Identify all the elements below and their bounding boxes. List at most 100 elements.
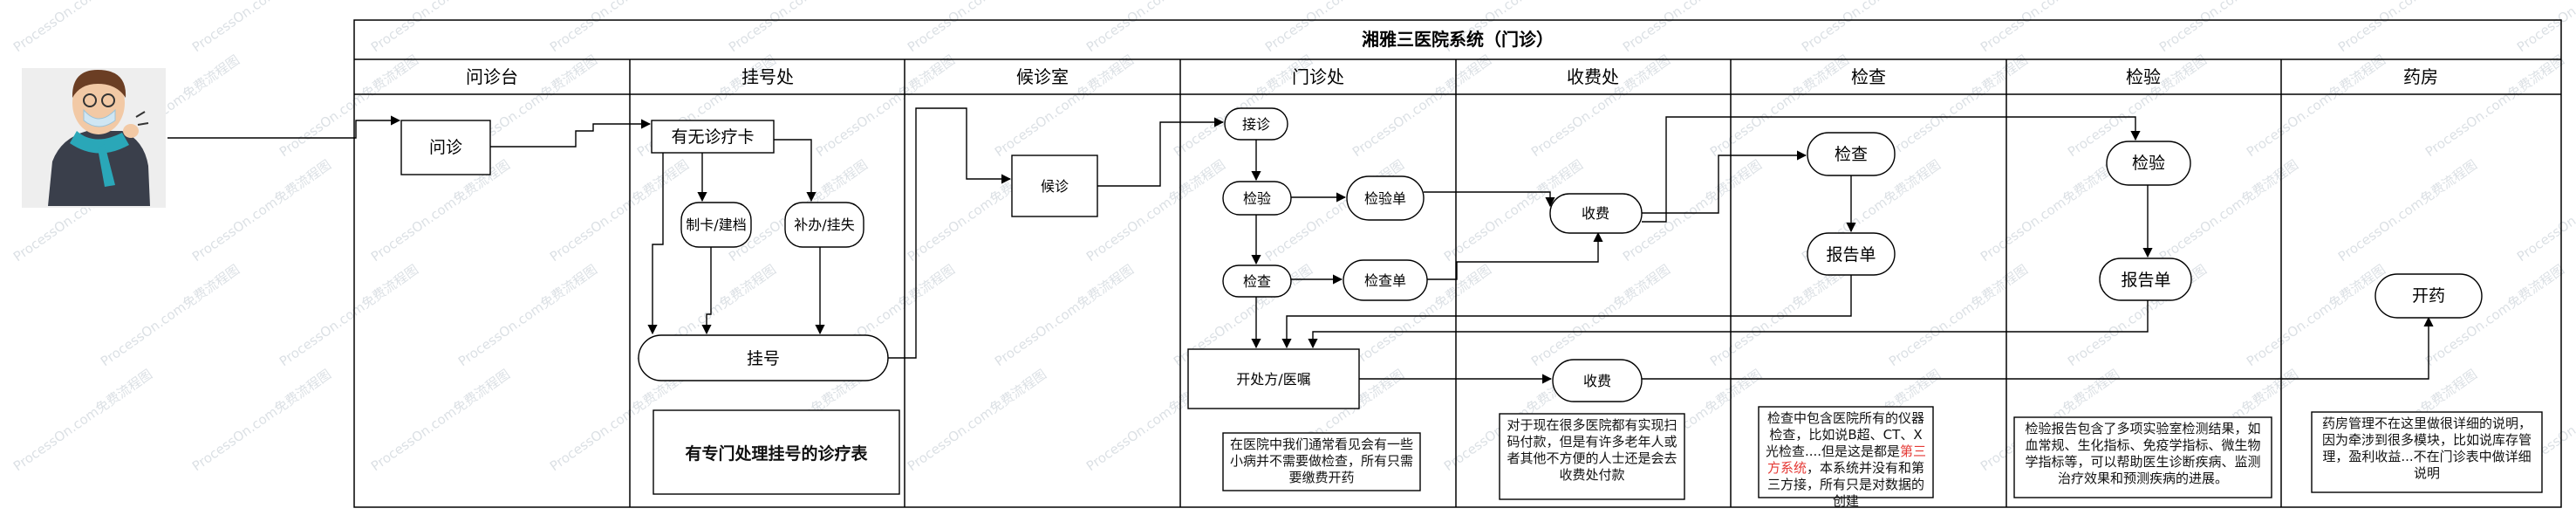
- node-jy-baogaodan[interactable]: [2099, 258, 2192, 301]
- swimlane-frame: [353, 19, 2562, 508]
- edge-jianchadan-to-shoufei: [1427, 231, 1603, 280]
- lane-header-menzhenchu: 门诊处: [1292, 66, 1344, 87]
- node-houzhen[interactable]: [1011, 155, 1098, 217]
- nodes: [400, 107, 2483, 409]
- node-jc-jiancha[interactable]: [1807, 132, 1896, 176]
- patient-illustration: [22, 68, 166, 208]
- lane-header-jiancha: 检查: [1851, 66, 1886, 87]
- node-guahao-label: 挂号: [747, 349, 780, 368]
- node-wenzhen-label: 问诊: [429, 138, 462, 157]
- watermark-text: ProcessOn.com免费流程图: [547, 157, 692, 265]
- node-jiezhen-label: 接诊: [1242, 116, 1270, 133]
- menzhen-note: 在医院中我们通常看见会有一些小病并不需要做检查，所有只需要缴费开药: [1229, 436, 1413, 485]
- node-zhika-label: 制卡/建档: [686, 216, 746, 233]
- watermark-text: ProcessOn.com免费流程图: [1978, 0, 2122, 55]
- watermark-text: ProcessOn.com免费流程图: [726, 0, 871, 55]
- watermark-text: ProcessOn.com免费流程图: [189, 0, 334, 55]
- watermark-text: ProcessOn.com免费流程图: [10, 0, 155, 55]
- node-jianchadan-label: 检查单: [1364, 272, 1406, 289]
- lane-header-yaofang: 药房: [2403, 66, 2438, 87]
- node-shoufei-1-label: 收费: [1582, 205, 1609, 222]
- edge-houzhen-to-jiezhen: [1097, 117, 1225, 187]
- node-kaiyao-label: 开药: [2412, 286, 2445, 306]
- watermark-text: ProcessOn.com免费流程图: [2514, 0, 2576, 55]
- watermark-text: ProcessOn.com免费流程图: [2244, 262, 2388, 370]
- node-houzhen-label: 候诊: [1041, 178, 1069, 195]
- node-guahao[interactable]: [638, 334, 889, 381]
- watermark-text: ProcessOn.com免费流程图: [10, 367, 155, 475]
- watermark-text: ProcessOn.com免费流程图: [277, 262, 421, 370]
- edge-shoufei2-to-kaiyao: [1642, 316, 2434, 380]
- node-jy-jianyan[interactable]: [2106, 141, 2191, 186]
- edge-jy-baogao-to-kaichufang: [1308, 300, 2149, 349]
- edge-youwu-to-guahao: [647, 153, 664, 335]
- lane-headers: 问诊台 挂号处 候诊室 门诊处 收费处 检查 检验 药房: [466, 66, 2438, 87]
- node-jianyan[interactable]: [1222, 181, 1292, 216]
- watermark-text: ProcessOn.com免费流程图: [2422, 52, 2567, 161]
- jiancha-note-text-a: 检查中包含医院所有的仪器检查，比如说B超、CT、X光检查....但是这是都是: [1765, 410, 1924, 459]
- node-jiancha[interactable]: [1222, 264, 1292, 298]
- watermark-text: ProcessOn.com免费流程图: [2156, 0, 2301, 55]
- node-jianyandan[interactable]: [1346, 175, 1425, 221]
- node-kaichufang-label: 开处方/医嘱: [1236, 371, 1310, 388]
- watermark-text: ProcessOn.com免费流程图: [368, 367, 513, 475]
- watermark-text: ProcessOn.com免费流程图: [1886, 52, 2031, 161]
- node-buban-guashi[interactable]: [784, 202, 864, 248]
- edge-patient-to-wenzhen: [167, 115, 401, 139]
- jiancha-note-text-b: ，本系统并没有和第三方接，所有只是对数据的创建: [1766, 460, 1925, 509]
- node-jy-jianyan-label: 检验: [2132, 154, 2165, 173]
- node-kaiyao[interactable]: [2374, 273, 2483, 319]
- lane-header-houzhenshi: 候诊室: [1016, 66, 1069, 87]
- node-jianchadan[interactable]: [1343, 259, 1428, 301]
- watermark-text: ProcessOn.com免费流程图: [189, 367, 334, 475]
- watermark-text: ProcessOn.com免费流程图: [905, 0, 1049, 55]
- node-wenzhen[interactable]: [400, 120, 491, 175]
- edge-jc-baogao-to-kaichufang: [1281, 275, 1852, 349]
- node-youwu-label: 有无诊疗卡: [671, 127, 754, 147]
- node-shoufei-2-label: 收费: [1583, 373, 1611, 389]
- watermark-text: ProcessOn.com免费流程图: [1978, 157, 2122, 265]
- lane-header-guahaochu: 挂号处: [741, 66, 794, 87]
- node-jy-baogao-label: 报告单: [2121, 271, 2170, 290]
- edge-shoufei-to-jc-jiancha: [1642, 150, 1807, 214]
- watermark-text: ProcessOn.com免费流程图: [455, 262, 600, 370]
- node-jiancha-label: 检查: [1243, 273, 1271, 290]
- note-frames: [653, 406, 2543, 500]
- watermark-text: ProcessOn.com免费流程图: [1083, 0, 1228, 55]
- node-shoufei-1[interactable]: [1549, 193, 1643, 234]
- node-jc-jiancha-label: 检查: [1835, 145, 1868, 164]
- node-jc-baogao-label: 报告单: [1826, 245, 1876, 264]
- node-youwu-zhenliaoka[interactable]: [651, 120, 775, 154]
- node-labels: 问诊 有无诊疗卡 制卡/建档 补办/挂失 挂号 候诊 接诊 检验 检查 检验单 …: [429, 116, 2445, 389]
- node-shoufei-2[interactable]: [1552, 359, 1643, 402]
- edge-wenzhen-to-youwu: [490, 119, 652, 148]
- watermark-text: ProcessOn.com免费流程图: [1083, 157, 1228, 265]
- lane-header-jianyan: 检验: [2126, 66, 2161, 87]
- watermark-text: ProcessOn.com免费流程图: [1349, 52, 1494, 161]
- node-zhika-jiandang[interactable]: [680, 202, 752, 248]
- watermark-text: ProcessOn.com免费流程图: [547, 0, 692, 55]
- node-jc-baogaodan[interactable]: [1807, 232, 1896, 276]
- watermark-text: ProcessOn.com免费流程图: [98, 262, 243, 370]
- watermark-text: ProcessOn.com免费流程图: [1886, 262, 2031, 370]
- node-kaichufang[interactable]: [1187, 348, 1360, 409]
- edge-jianyandan-to-shoufei: [1424, 191, 1555, 208]
- jianyan-note: 检验报告包含了多项实验室检测结果，如血常规、生化指标、免疫学指标、微生物学指标等…: [2025, 421, 2261, 486]
- node-buban-label: 补办/挂失: [794, 216, 854, 233]
- lane-header-wenzhentai: 问诊台: [466, 66, 518, 87]
- yaofang-note: 药房管理不在这里做很详细的说明，因为牵涉到很多模块，比如说库存管理，盈利收益..…: [2321, 416, 2532, 481]
- connectors: [167, 107, 2434, 384]
- watermark-text: ProcessOn.com免费流程图: [2335, 157, 2480, 265]
- node-jianyandan-label: 检验单: [1364, 190, 1406, 207]
- watermark-text: ProcessOn.com免费流程图: [905, 367, 1049, 475]
- watermark-text: ProcessOn.com免费流程图: [2335, 0, 2480, 55]
- watermark-text: ProcessOn.com免费流程图: [277, 52, 421, 161]
- edge-youwu-to-buban: [774, 139, 817, 203]
- watermark-text: ProcessOn.com免费流程图: [992, 262, 1137, 370]
- node-jiezhen[interactable]: [1224, 107, 1288, 141]
- edge-guahao-to-houzhen: [888, 107, 1012, 359]
- diagram-title: 湘雅三医院系统（门诊）: [1362, 29, 1554, 50]
- watermark-text: ProcessOn.com免费流程图: [813, 52, 958, 161]
- watermark-text: ProcessOn.com免费流程图: [2514, 157, 2576, 265]
